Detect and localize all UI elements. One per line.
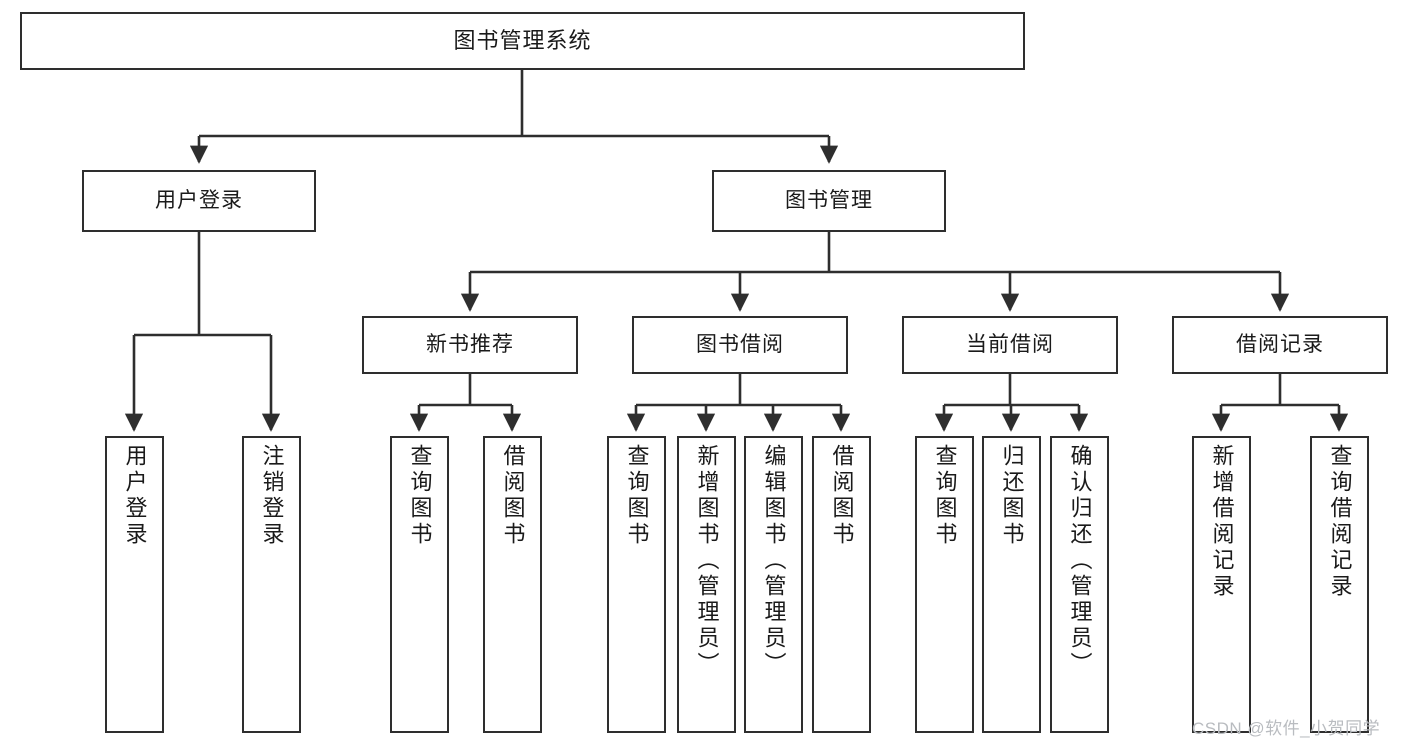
node-label: 图书管理 <box>785 188 873 212</box>
node-label: 用户登录 <box>155 188 243 212</box>
node-label: 借阅图书 <box>829 444 855 548</box>
leaf-logout-login[interactable]: 注销登录 <box>242 436 301 733</box>
leaf-edit-book-admin[interactable]: 编辑图书（管理员） <box>744 436 803 733</box>
node-borrow-records[interactable]: 借阅记录 <box>1172 316 1388 374</box>
node-label: 图书管理系统 <box>453 28 592 54</box>
node-label: 图书借阅 <box>696 332 784 356</box>
node-current-borrowing[interactable]: 当前借阅 <box>902 316 1118 374</box>
node-book-management-system[interactable]: 图书管理系统 <box>20 12 1025 70</box>
node-label: 查询图书 <box>932 444 958 548</box>
node-label: 借阅图书 <box>500 444 526 548</box>
node-book-management[interactable]: 图书管理 <box>712 170 946 232</box>
node-label: 用户登录 <box>122 444 148 548</box>
node-label: 查询图书 <box>624 444 650 548</box>
leaf-confirm-return-admin[interactable]: 确认归还（管理员） <box>1050 436 1109 733</box>
node-label: 编辑图书（管理员） <box>761 444 787 678</box>
leaf-add-book-admin[interactable]: 新增图书（管理员） <box>677 436 736 733</box>
leaf-add-borrow-record[interactable]: 新增借阅记录 <box>1192 436 1251 733</box>
leaf-borrow-book-new-book[interactable]: 借阅图书 <box>483 436 542 733</box>
node-user-login[interactable]: 用户登录 <box>82 170 316 232</box>
csdn-watermark: CSDN @软件_小贺同学 <box>1192 719 1381 738</box>
node-label: 查询借阅记录 <box>1327 444 1353 600</box>
node-label: 新增借阅记录 <box>1209 444 1235 600</box>
node-label: 新增图书（管理员） <box>694 444 720 678</box>
node-label: 确认归还（管理员） <box>1067 444 1093 678</box>
node-label: 查询图书 <box>407 444 433 548</box>
node-label: 注销登录 <box>259 444 285 548</box>
leaf-query-borrow-record[interactable]: 查询借阅记录 <box>1310 436 1369 733</box>
leaf-user-login[interactable]: 用户登录 <box>105 436 164 733</box>
node-label: 新书推荐 <box>426 332 514 356</box>
leaf-borrow-book-borrowing[interactable]: 借阅图书 <box>812 436 871 733</box>
leaf-query-book-new-book[interactable]: 查询图书 <box>390 436 449 733</box>
node-label: 当前借阅 <box>966 332 1054 356</box>
node-book-borrowing[interactable]: 图书借阅 <box>632 316 848 374</box>
node-label: 借阅记录 <box>1236 332 1324 356</box>
node-new-book-recommendation[interactable]: 新书推荐 <box>362 316 578 374</box>
leaf-query-book-current[interactable]: 查询图书 <box>915 436 974 733</box>
leaf-return-book[interactable]: 归还图书 <box>982 436 1041 733</box>
node-label: 归还图书 <box>999 444 1025 548</box>
leaf-query-book-borrowing[interactable]: 查询图书 <box>607 436 666 733</box>
